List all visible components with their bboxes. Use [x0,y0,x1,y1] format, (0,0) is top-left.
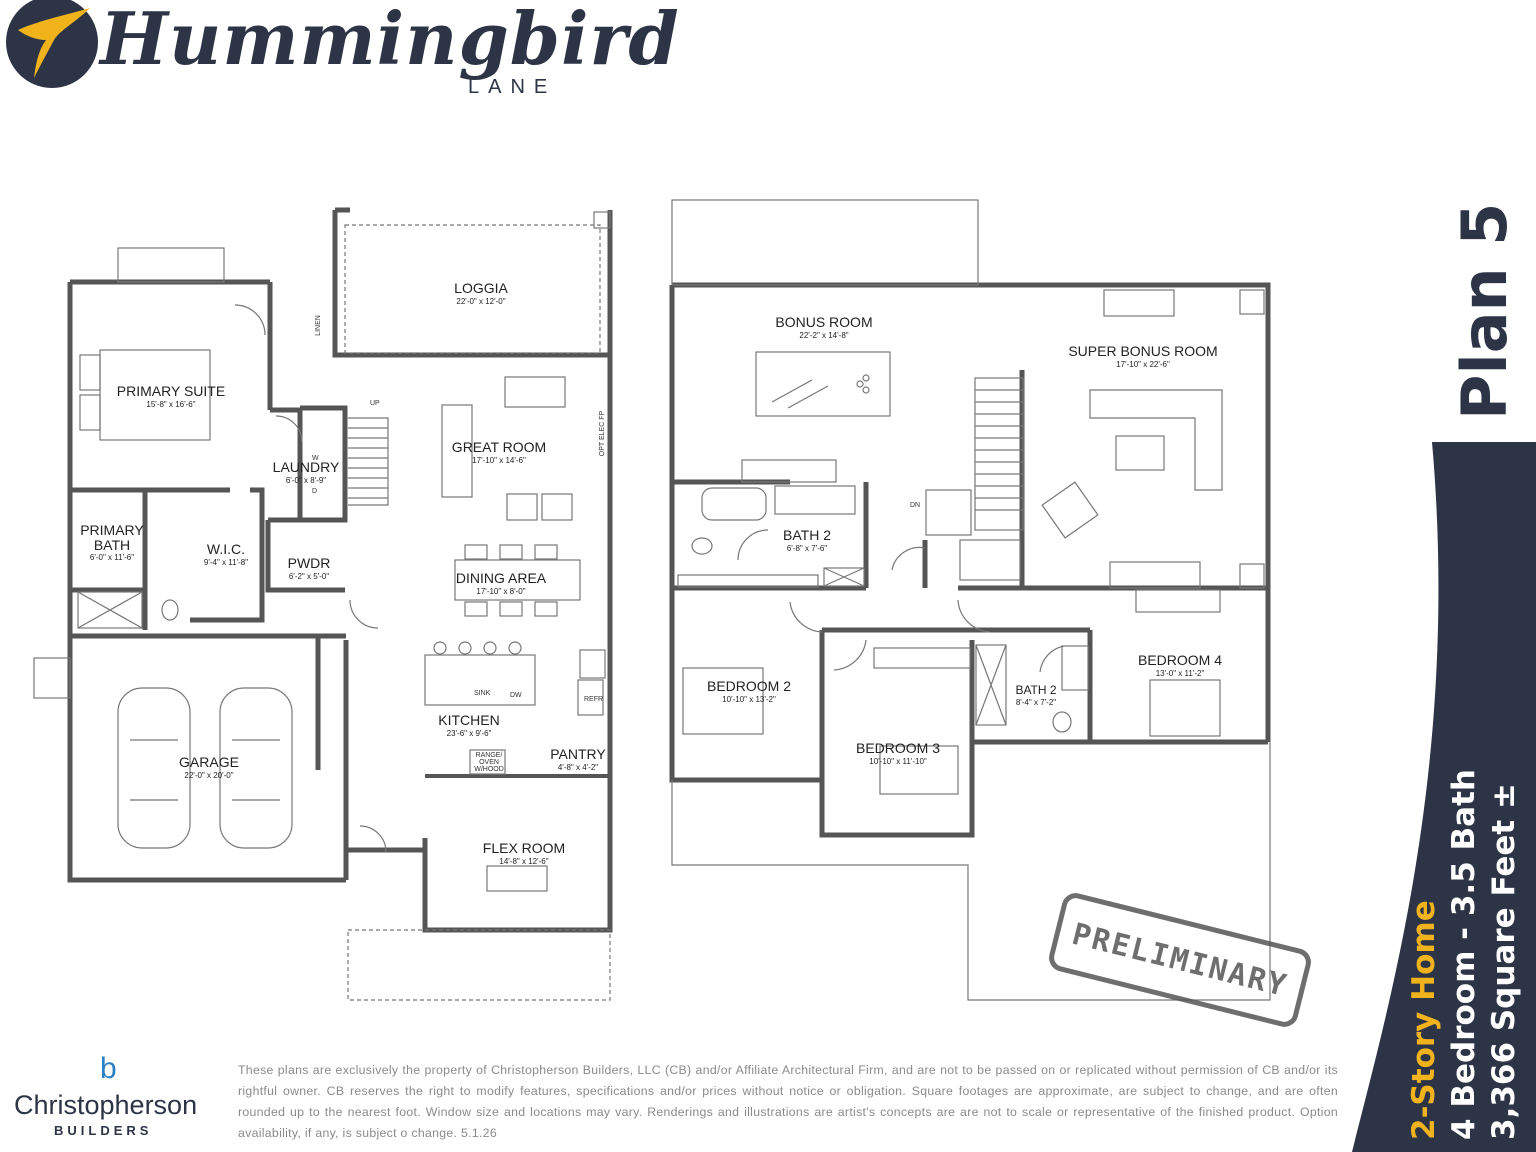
note-fireplace: OPT ELEC FP [599,410,607,457]
side-banner [1352,442,1536,1152]
builder-name: Christopherson [14,1090,198,1120]
note-dryer: D [312,488,318,495]
note-dw: DW [510,692,522,699]
community-name: Hummingbird [100,0,680,81]
community-sub: LANE [468,76,557,98]
note-washer: W [312,455,319,462]
disclaimer-text: These plans are exclusively the property… [238,1063,1338,1140]
note-up: UP [370,400,380,407]
note-sink: SINK [474,690,491,697]
hummingbird-icon [18,8,90,78]
builder-sub: BUILDERS [54,1123,153,1138]
note-refr: REFR [584,696,604,703]
first-floor-details [33,211,611,1001]
note-range: RANGE/ OVEN W/HOOD [474,752,504,773]
plan-sqft: 3,366 Square Feet ± [1486,782,1522,1140]
room-wic: W.I.C.9'-4" x 11'-8" [203,541,249,567]
first-floor-plan [67,207,613,933]
note-dn: DN [910,502,921,509]
plan-bed-bath: 4 Bedroom - 3.5 Bath [1446,769,1482,1140]
note-linen: LINEN [314,315,322,336]
plan-name: Plan 5 [1448,202,1521,420]
second-floor-details [671,199,1271,1001]
plan-story: 2-Story Home [1406,900,1442,1140]
builder-logo-icon: b [100,1052,117,1085]
